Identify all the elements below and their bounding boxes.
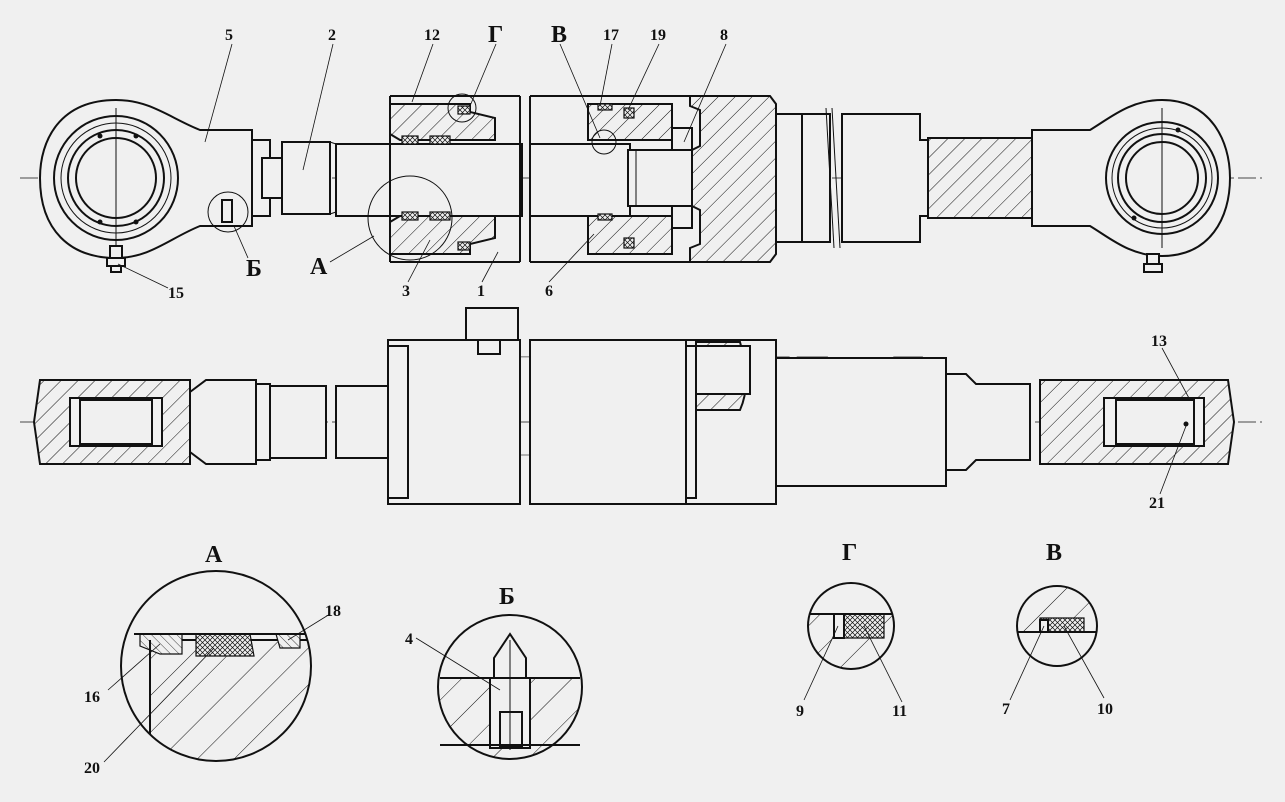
callout-16: 16 xyxy=(84,689,100,706)
top-section-view xyxy=(20,93,1262,273)
cylinder-bottom xyxy=(689,95,1033,263)
detail-v-title: В xyxy=(1046,540,1062,566)
callout-3: 3 xyxy=(402,283,410,300)
callout-10: 10 xyxy=(1097,701,1113,718)
detail-g-title: Г xyxy=(842,540,857,566)
callout-13: 13 xyxy=(1151,333,1167,350)
callout-20: 20 xyxy=(84,760,100,777)
detail-b-marker xyxy=(207,191,249,233)
view-mark-g: Г xyxy=(488,22,503,48)
leader-lines xyxy=(103,43,1191,763)
callout-5: 5 xyxy=(225,27,233,44)
callout-labels: 5 2 12 Г В 17 19 8 А Б 15 3 1 6 13 21 А … xyxy=(84,22,1167,777)
callout-11: 11 xyxy=(892,703,907,720)
callout-21: 21 xyxy=(1149,495,1165,512)
detail-b xyxy=(437,614,583,760)
callout-15: 15 xyxy=(168,285,184,302)
left-rod-eye xyxy=(38,98,283,273)
callout-18: 18 xyxy=(325,603,341,620)
detail-g-marker xyxy=(447,93,477,123)
detail-a-title: А xyxy=(205,542,223,568)
view-mark-a: А xyxy=(310,254,328,280)
piston xyxy=(587,103,693,255)
callout-2: 2 xyxy=(328,27,336,44)
callout-6: 6 xyxy=(545,283,553,300)
piston-rod xyxy=(281,141,631,217)
detail-b-title: Б xyxy=(499,584,515,610)
detail-v xyxy=(1016,585,1098,667)
callout-1: 1 xyxy=(477,283,485,300)
detail-a xyxy=(120,570,312,762)
callout-17: 17 xyxy=(603,27,619,44)
view-mark-b: Б xyxy=(246,256,262,282)
callout-7: 7 xyxy=(1002,701,1010,718)
callout-4: 4 xyxy=(405,631,413,648)
callout-12: 12 xyxy=(424,27,440,44)
callout-19: 19 xyxy=(650,27,666,44)
callout-9: 9 xyxy=(796,703,804,720)
right-rod-eye xyxy=(1031,98,1232,273)
view-mark-v: В xyxy=(551,22,567,48)
detail-a-marker xyxy=(367,175,453,261)
detail-v-marker xyxy=(591,129,617,155)
callout-8: 8 xyxy=(720,27,728,44)
middle-exterior-view xyxy=(20,307,1262,505)
detail-g xyxy=(807,582,895,670)
